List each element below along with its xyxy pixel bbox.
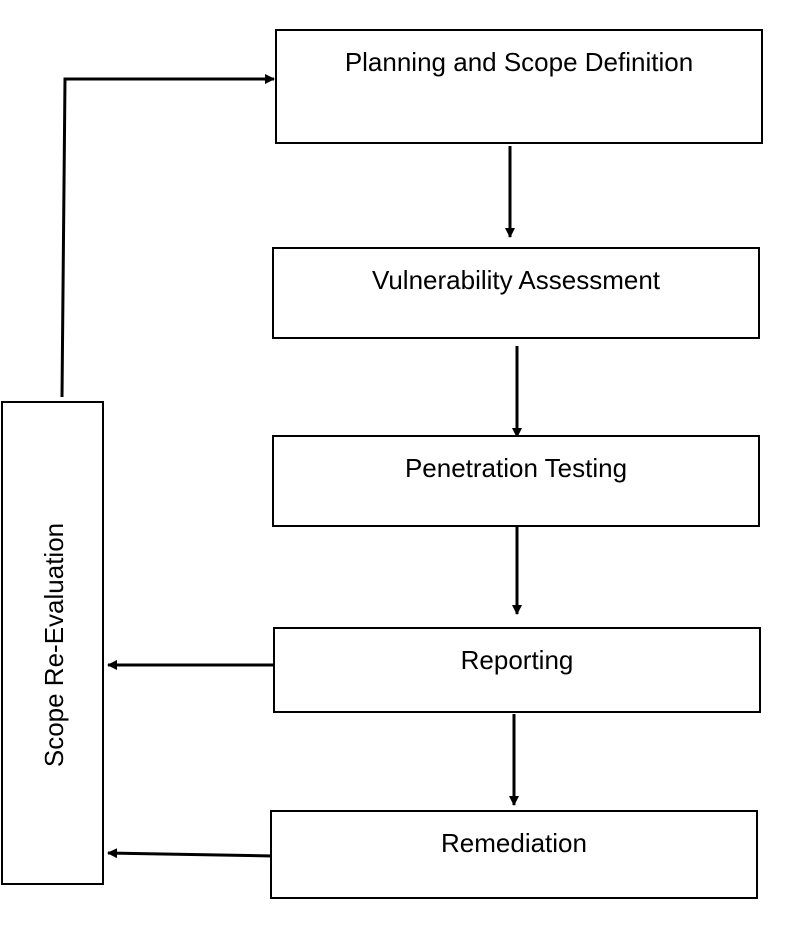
step-reporting-box: Reporting: [273, 627, 761, 713]
step-remediation-box: Remediation: [270, 810, 758, 899]
step-penetration-testing-label: Penetration Testing: [404, 453, 628, 483]
step-vulnerability-assessment-box: Vulnerability Assessment: [272, 247, 760, 339]
step-reporting-label: Reporting: [460, 645, 574, 675]
arrow-scope-to-planning: [60, 74, 275, 398]
scope-re-evaluation-label: Scope Re-Evaluation: [39, 522, 69, 768]
arrow-remediation-to-scope: [107, 848, 274, 859]
step-penetration-testing-box: Penetration Testing: [272, 435, 760, 527]
step-vulnerability-assessment-label: Vulnerability Assessment: [371, 265, 661, 295]
step-planning-label: Planning and Scope Definition: [344, 47, 694, 77]
scope-re-evaluation-box: Scope Re-Evaluation: [1, 401, 104, 885]
step-remediation-label: Remediation: [441, 828, 587, 858]
step-planning-box: Planning and Scope Definition: [275, 29, 763, 144]
